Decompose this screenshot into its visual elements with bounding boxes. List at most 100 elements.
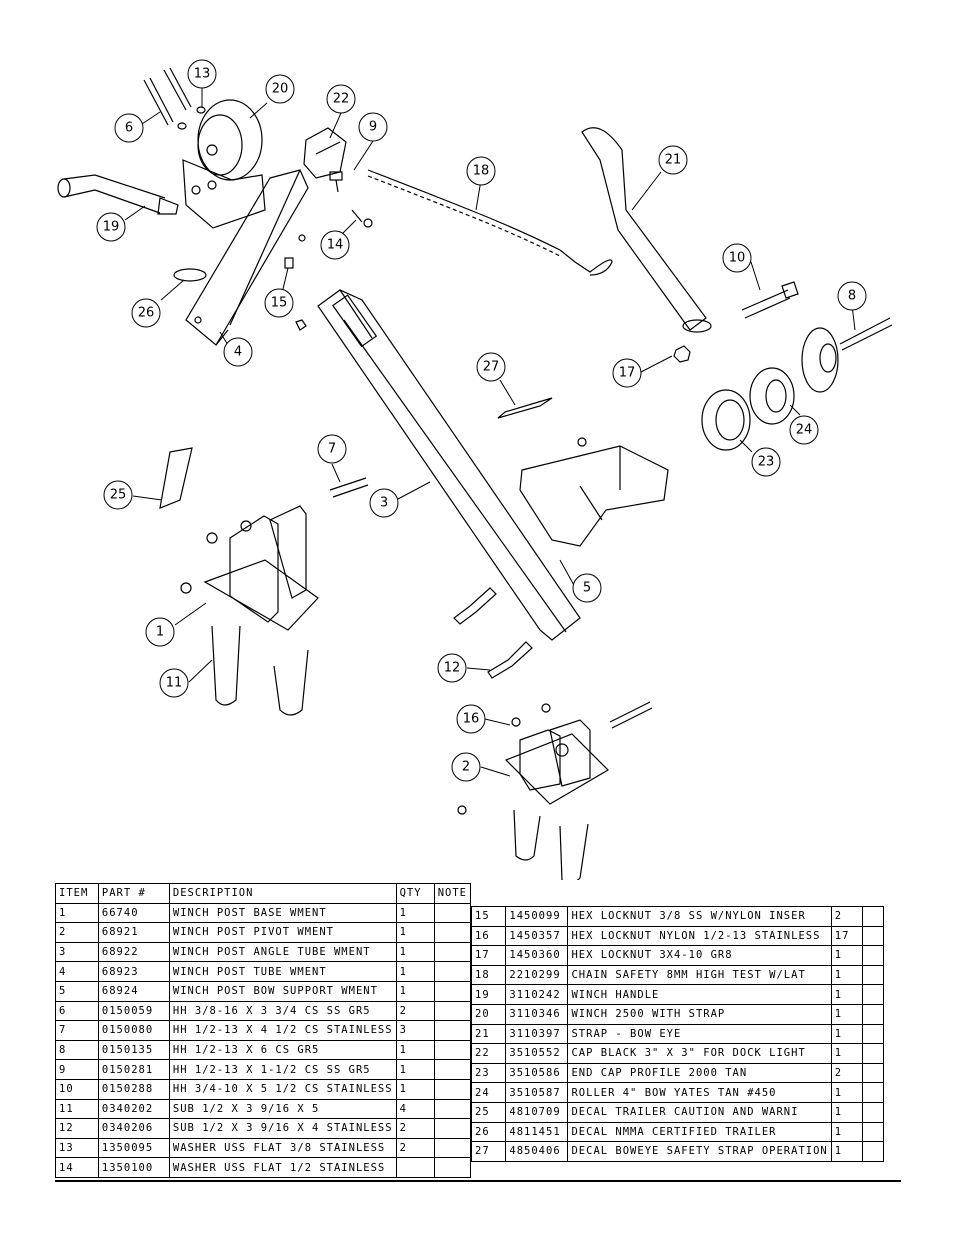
- cell-item: 22: [470, 1043, 507, 1064]
- balloon-4: 4: [223, 337, 253, 367]
- svg-text:2: 2: [462, 760, 470, 775]
- svg-text:9: 9: [369, 120, 377, 135]
- cell-description: HH 1/2-13 X 6 CS GR5: [168, 1039, 397, 1061]
- svg-text:25: 25: [110, 488, 127, 503]
- cell-part-number: 4811451: [505, 1121, 569, 1143]
- svg-text:24: 24: [796, 423, 813, 438]
- cell-note: [433, 1118, 472, 1139]
- cell-qty: [395, 1157, 435, 1178]
- cell-qty: 1: [395, 922, 435, 943]
- cell-part-number: 3110242: [505, 984, 569, 1005]
- cap-part: [303, 127, 347, 179]
- cell-description: WINCH POST TUBE WMENT: [168, 961, 397, 982]
- cell-description: ROLLER 4" BOW YATES TAN #450: [567, 1082, 832, 1103]
- cell-description: HH 3/4-10 X 5 1/2 CS STAINLESS: [168, 1078, 397, 1100]
- cell-item: 13: [55, 1137, 99, 1159]
- cell-item: 7: [55, 1020, 99, 1041]
- svg-text:22: 22: [333, 92, 350, 107]
- angle-tube-part: [317, 289, 581, 641]
- balloon-9: 9: [358, 112, 388, 142]
- cell-item: 10: [55, 1078, 99, 1100]
- decal-27-part: [497, 397, 553, 419]
- cell-note: [862, 1082, 884, 1103]
- cell-part-number: 4810709: [505, 1101, 569, 1123]
- winch-post-pivot-part: [457, 701, 653, 880]
- cell-qty: 1: [830, 1121, 864, 1143]
- cell-note: [862, 1141, 884, 1162]
- cell-qty: 1: [395, 961, 435, 982]
- cell-description: WASHER USS FLAT 1/2 STAINLESS: [168, 1157, 397, 1178]
- cell-description: DECAL BOWEYE SAFETY STRAP OPERATION: [567, 1141, 832, 1162]
- cell-part-number: 66740: [97, 902, 170, 924]
- cell-qty: 1: [830, 1082, 864, 1103]
- balloon-12: 12: [437, 653, 467, 683]
- cell-description: WASHER USS FLAT 3/8 STAINLESS: [168, 1137, 397, 1159]
- cell-item: 16: [470, 925, 507, 947]
- svg-text:27: 27: [483, 360, 500, 375]
- winch-post-base-part: [180, 505, 319, 716]
- svg-text:8: 8: [848, 289, 856, 304]
- decal-26-part: [173, 268, 207, 282]
- cell-note: [433, 1137, 472, 1159]
- cell-part-number: 0150059: [97, 1000, 170, 1022]
- bolt-9-part: [329, 171, 343, 193]
- cell-note: [862, 906, 884, 927]
- balloon-21: 21: [658, 145, 688, 175]
- cell-part-number: 68924: [97, 980, 170, 1002]
- cell-note: [433, 961, 472, 982]
- cell-note: [433, 1020, 472, 1041]
- balloon-18: 18: [466, 156, 496, 186]
- balloon-10: 10: [722, 243, 752, 273]
- cell-item: 5: [55, 980, 99, 1002]
- u-bolts-12-part: [453, 587, 533, 679]
- safety-chain-part: [367, 169, 613, 276]
- cell-part-number: 1450099: [505, 906, 569, 927]
- cell-part-number: 0150135: [97, 1039, 170, 1061]
- cell-qty: 1: [830, 1043, 864, 1064]
- cell-qty: 2: [395, 1118, 435, 1139]
- cell-part-number: 0340206: [97, 1118, 170, 1139]
- cell-item: 3: [55, 941, 99, 963]
- cell-note: [862, 1023, 884, 1045]
- cell-part-number: 0150281: [97, 1059, 170, 1080]
- balloon-7: 7: [317, 434, 347, 464]
- cell-note: [433, 1000, 472, 1022]
- svg-text:5: 5: [583, 581, 591, 596]
- bolt-10-part: [741, 281, 799, 319]
- cell-qty: 1: [395, 902, 435, 924]
- cell-note: [862, 945, 884, 966]
- balloon-25: 25: [103, 480, 133, 510]
- header-part: PART #: [97, 883, 170, 904]
- cell-qty: 1: [830, 1023, 864, 1045]
- cell-note: [862, 1003, 884, 1025]
- cell-note: [433, 1157, 472, 1178]
- balloon-24: 24: [789, 415, 819, 445]
- cell-qty: 1: [395, 1078, 435, 1100]
- cell-item: 18: [470, 964, 507, 986]
- cell-qty: 2: [395, 1000, 435, 1022]
- balloon-19: 19: [96, 212, 126, 242]
- cell-item: 1: [55, 902, 99, 924]
- cell-description: END CAP PROFILE 2000 TAN: [567, 1062, 832, 1084]
- cell-qty: 1: [830, 1003, 864, 1025]
- cell-part-number: 0340202: [97, 1098, 170, 1120]
- cell-note: [862, 964, 884, 986]
- cell-item: 8: [55, 1039, 99, 1061]
- balloon-8: 8: [837, 281, 867, 311]
- cell-item: 2: [55, 922, 99, 943]
- svg-text:14: 14: [327, 238, 344, 253]
- cell-description: WINCH POST PIVOT WMENT: [168, 922, 397, 943]
- cell-note: [433, 1039, 472, 1061]
- decal-25-part: [159, 447, 193, 509]
- cell-description: WINCH 2500 WITH STRAP: [567, 1003, 832, 1025]
- balloon-11: 11: [159, 668, 189, 698]
- svg-text:12: 12: [444, 661, 461, 676]
- cell-item: 4: [55, 961, 99, 982]
